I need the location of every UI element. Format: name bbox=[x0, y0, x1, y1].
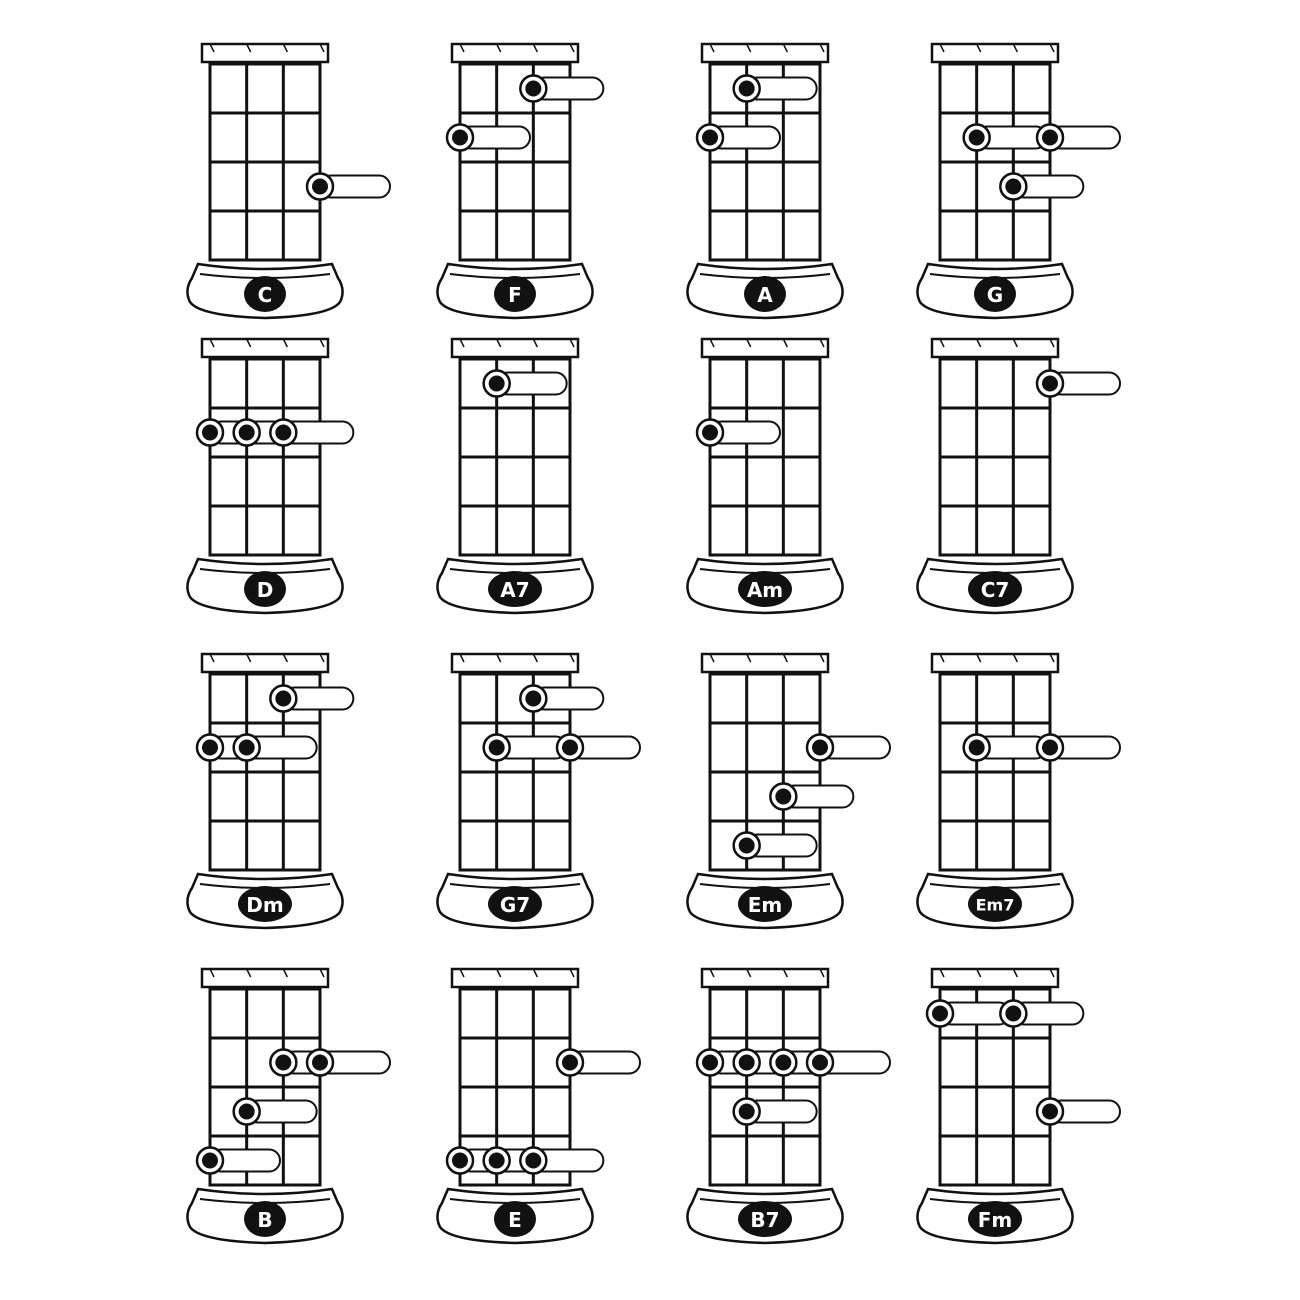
nut bbox=[202, 969, 328, 987]
finger-dot bbox=[1042, 1104, 1058, 1120]
finger-dot bbox=[239, 1104, 255, 1120]
nut bbox=[202, 44, 328, 62]
chord-diagram: Em7 bbox=[917, 654, 1120, 928]
chord-label: F bbox=[508, 283, 522, 307]
chord-diagram: D bbox=[187, 339, 353, 613]
finger-dot bbox=[202, 740, 218, 756]
finger-dot bbox=[702, 1055, 718, 1071]
chord-diagram: C bbox=[187, 44, 390, 318]
chord-label: E bbox=[508, 1208, 522, 1232]
finger-dot bbox=[275, 691, 291, 707]
chord-diagram: E bbox=[437, 969, 640, 1243]
finger-dot bbox=[1042, 130, 1058, 146]
nut bbox=[932, 44, 1058, 62]
chord-diagram: G7 bbox=[437, 654, 640, 928]
nut bbox=[932, 654, 1058, 672]
finger-dot bbox=[1042, 740, 1058, 756]
finger-dot bbox=[1042, 376, 1058, 392]
finger-dot bbox=[312, 1055, 328, 1071]
chord-label: B bbox=[257, 1208, 272, 1232]
finger-dot bbox=[202, 1153, 218, 1169]
chord-label: A bbox=[757, 283, 773, 307]
chord-label: D bbox=[257, 578, 274, 602]
chord-diagram: C7 bbox=[917, 339, 1120, 613]
finger-dot bbox=[239, 740, 255, 756]
chord-label: C bbox=[258, 283, 273, 307]
finger-dot bbox=[452, 1153, 468, 1169]
nut bbox=[202, 654, 328, 672]
finger-dot bbox=[739, 81, 755, 97]
chord-label: Am bbox=[747, 578, 783, 602]
chord-diagram: Fm bbox=[917, 969, 1120, 1243]
finger-dot bbox=[562, 1055, 578, 1071]
nut bbox=[452, 969, 578, 987]
chord-diagram: A7 bbox=[437, 339, 592, 613]
chord-diagram: Dm bbox=[187, 654, 353, 928]
finger-dot bbox=[525, 81, 541, 97]
chord-diagram: G bbox=[917, 44, 1120, 318]
chord-label: Em7 bbox=[976, 896, 1015, 915]
finger-dot bbox=[489, 1153, 505, 1169]
chord-label: G7 bbox=[500, 893, 530, 917]
chord-diagram: F bbox=[437, 44, 603, 318]
finger-dot bbox=[969, 130, 985, 146]
finger-dot bbox=[739, 1104, 755, 1120]
finger-dot bbox=[702, 425, 718, 441]
finger-dot bbox=[812, 740, 828, 756]
nut bbox=[702, 44, 828, 62]
finger-dot bbox=[489, 376, 505, 392]
finger-dot bbox=[775, 789, 791, 805]
finger-dot bbox=[739, 1055, 755, 1071]
nut bbox=[702, 654, 828, 672]
nut bbox=[932, 969, 1058, 987]
chord-label: G bbox=[987, 283, 1003, 307]
finger-dot bbox=[525, 1153, 541, 1169]
finger-dot bbox=[275, 425, 291, 441]
finger-dot bbox=[1005, 1006, 1021, 1022]
finger-dot bbox=[1005, 179, 1021, 195]
finger-dot bbox=[702, 130, 718, 146]
finger-dot bbox=[202, 425, 218, 441]
finger-dot bbox=[312, 179, 328, 195]
finger-dot bbox=[969, 740, 985, 756]
nut bbox=[452, 339, 578, 357]
chord-diagram: Em bbox=[687, 654, 890, 928]
finger-dot bbox=[525, 691, 541, 707]
chord-diagram: B bbox=[187, 969, 390, 1243]
finger-dot bbox=[932, 1006, 948, 1022]
chord-diagram: Am bbox=[687, 339, 842, 613]
chord-label: Fm bbox=[978, 1208, 1013, 1232]
chord-diagram: B7 bbox=[687, 969, 890, 1243]
finger-dot bbox=[239, 425, 255, 441]
finger-dot bbox=[739, 838, 755, 854]
finger-dot bbox=[775, 1055, 791, 1071]
finger-dot bbox=[275, 1055, 291, 1071]
nut bbox=[452, 654, 578, 672]
chord-label: Em bbox=[748, 893, 783, 917]
nut bbox=[202, 339, 328, 357]
chord-label: B7 bbox=[750, 1208, 779, 1232]
nut bbox=[452, 44, 578, 62]
finger-dot bbox=[489, 740, 505, 756]
finger-dot bbox=[562, 740, 578, 756]
chord-label: A7 bbox=[500, 578, 529, 602]
finger-dot bbox=[452, 130, 468, 146]
nut bbox=[932, 339, 1058, 357]
finger-dot bbox=[812, 1055, 828, 1071]
chord-label: C7 bbox=[981, 578, 1010, 602]
nut bbox=[702, 339, 828, 357]
chord-label: Dm bbox=[246, 893, 283, 917]
nut bbox=[702, 969, 828, 987]
chord-diagram: A bbox=[687, 44, 842, 318]
